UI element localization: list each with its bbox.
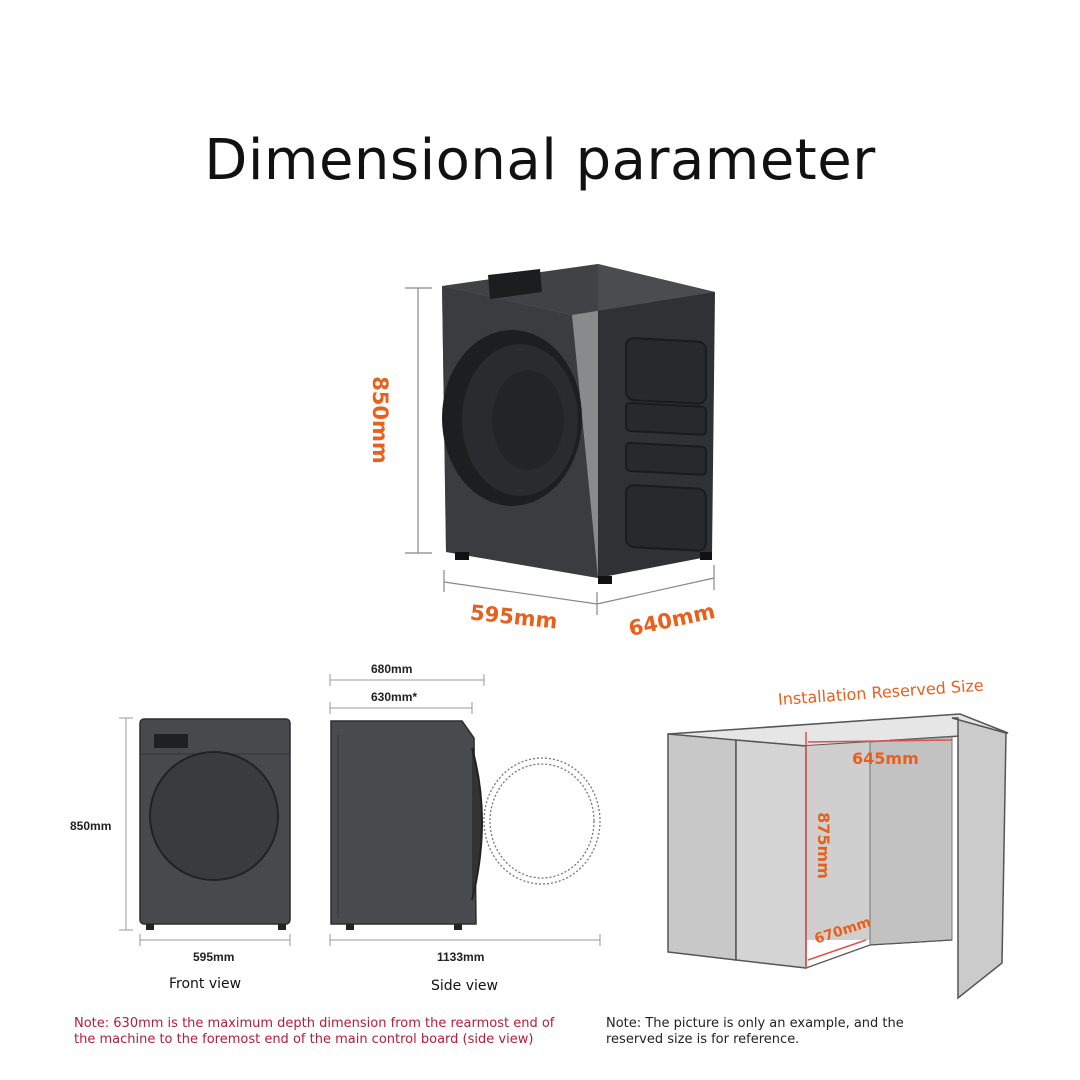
side-width-label: 1133mm: [437, 950, 485, 964]
hero-height-label: 850mm: [367, 376, 392, 464]
front-height-label: 850mm: [70, 819, 112, 833]
note-left: Note: 630mm is the maximum depth dimensi…: [74, 1016, 555, 1047]
installation-cabinet: [667, 713, 1009, 1000]
hero-washing-machine: [405, 264, 715, 615]
side-top-label: 680mm: [371, 662, 413, 676]
front-view-machine: [119, 717, 291, 946]
side-view-machine: [329, 674, 601, 946]
page-title: Dimensional parameter: [204, 128, 876, 193]
side-view-caption: Side view: [431, 978, 498, 994]
installation-width-label: 645mm: [852, 749, 919, 768]
note-right: Note: The picture is only an example, an…: [606, 1016, 904, 1047]
front-view-caption: Front view: [169, 976, 242, 992]
installation-height-label: 875mm: [813, 812, 833, 879]
front-width-label: 595mm: [193, 950, 235, 964]
side-inner-label: 630mm*: [371, 690, 418, 704]
